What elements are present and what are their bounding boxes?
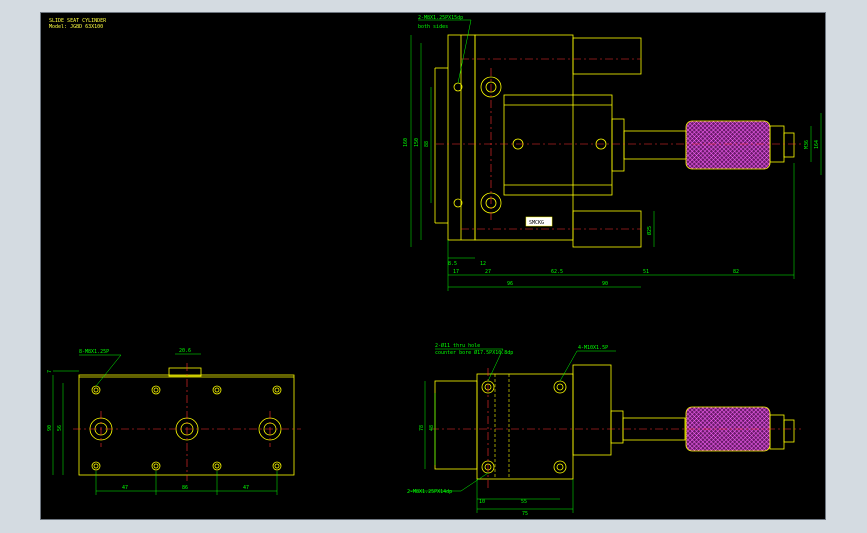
- dim-10: 10: [479, 499, 485, 505]
- dim-right-164: 164: [814, 140, 820, 149]
- bottom-right-centerlines: [431, 368, 801, 488]
- dim-left-160: 160: [403, 138, 409, 147]
- callout-br-3: 2-M8X1.25PX14dp: [407, 489, 452, 495]
- drawing-title: SLIDE SEAT CYLINDER: [49, 18, 107, 24]
- cad-drawing: SMCKG 2-M8X1.25PX15dp both sides: [47, 15, 822, 517]
- dim-51: 51: [643, 269, 649, 275]
- dim-20-6: 20.6: [179, 348, 191, 354]
- end-flange: [434, 380, 478, 470]
- dim-47a: 47: [122, 485, 128, 491]
- dim-right-m36: M36: [804, 140, 810, 149]
- dim-left-150: 150: [414, 138, 420, 147]
- dim-62-5: 62.5: [551, 269, 563, 275]
- side-block: [572, 364, 612, 456]
- dim-82: 82: [733, 269, 739, 275]
- nameplate: [525, 216, 553, 227]
- bottom-left-dim-text: 8-M8X1.25P 20.6 7 90 56 47 86 47: [47, 348, 249, 491]
- dim-12: 12: [480, 261, 486, 267]
- dim-96: 96: [507, 281, 513, 287]
- callout-top: 2-M8X1.25PX15dp: [418, 15, 463, 21]
- dim-left-88: 88: [424, 141, 430, 147]
- dim-86: 86: [182, 485, 188, 491]
- bottom-left-view: [78, 367, 295, 476]
- piston-rod: [623, 130, 687, 160]
- nameplate-label: SMCKG: [529, 220, 544, 226]
- callout-br-1: 2-Ø11 thru hole: [435, 342, 480, 349]
- callout-br-1-sub: counter bore Ø17.5PX10.8dp: [435, 349, 513, 356]
- dim-56: 56: [57, 425, 63, 431]
- callout-br-2: 4-M10X1.5P: [578, 345, 608, 351]
- main-body: [474, 34, 574, 241]
- bottom-right-view: [434, 364, 795, 480]
- drawing-model: Model: JGBD 63X100: [49, 24, 104, 30]
- bottom-right-dim-text: 2-Ø11 thru hole counter bore Ø17.5PX10.8…: [407, 342, 608, 517]
- dim-75: 75: [522, 511, 528, 517]
- bottom-left-dimensions: [52, 353, 278, 495]
- callout-top-sub: both sides: [418, 24, 448, 30]
- callout-bl: 8-M8X1.25P: [79, 349, 109, 355]
- bottom-right-dimensions: [409, 348, 616, 513]
- top-dim-text: 2-M8X1.25PX15dp both sides 160 150 88 M3…: [403, 15, 820, 287]
- dim-17: 17: [453, 269, 459, 275]
- dim-8-5: 8.5: [448, 261, 457, 267]
- drawing-viewport[interactable]: SLIDE SEAT CYLINDER Model: JGBD 63X100: [40, 12, 826, 520]
- dim-90: 90: [47, 425, 53, 431]
- dim-55: 55: [521, 499, 527, 505]
- bottom-left-centerlines: [73, 363, 301, 481]
- dim-48: 48: [429, 425, 435, 431]
- top-dimensions: [410, 19, 822, 291]
- dim-90: 90: [602, 281, 608, 287]
- hidden-lines: [494, 374, 510, 479]
- dim-27: 27: [485, 269, 491, 275]
- dim-phi25: Ø25: [646, 226, 653, 235]
- top-centerlines: [436, 58, 801, 230]
- center-boss: [168, 367, 202, 377]
- dim-7: 7: [47, 370, 53, 373]
- knurled-rod-end-top: [685, 120, 771, 170]
- guide-rod-top: [572, 37, 642, 75]
- base-plate: [78, 374, 295, 476]
- dim-78: 78: [419, 425, 425, 431]
- dim-47b: 47: [243, 485, 249, 491]
